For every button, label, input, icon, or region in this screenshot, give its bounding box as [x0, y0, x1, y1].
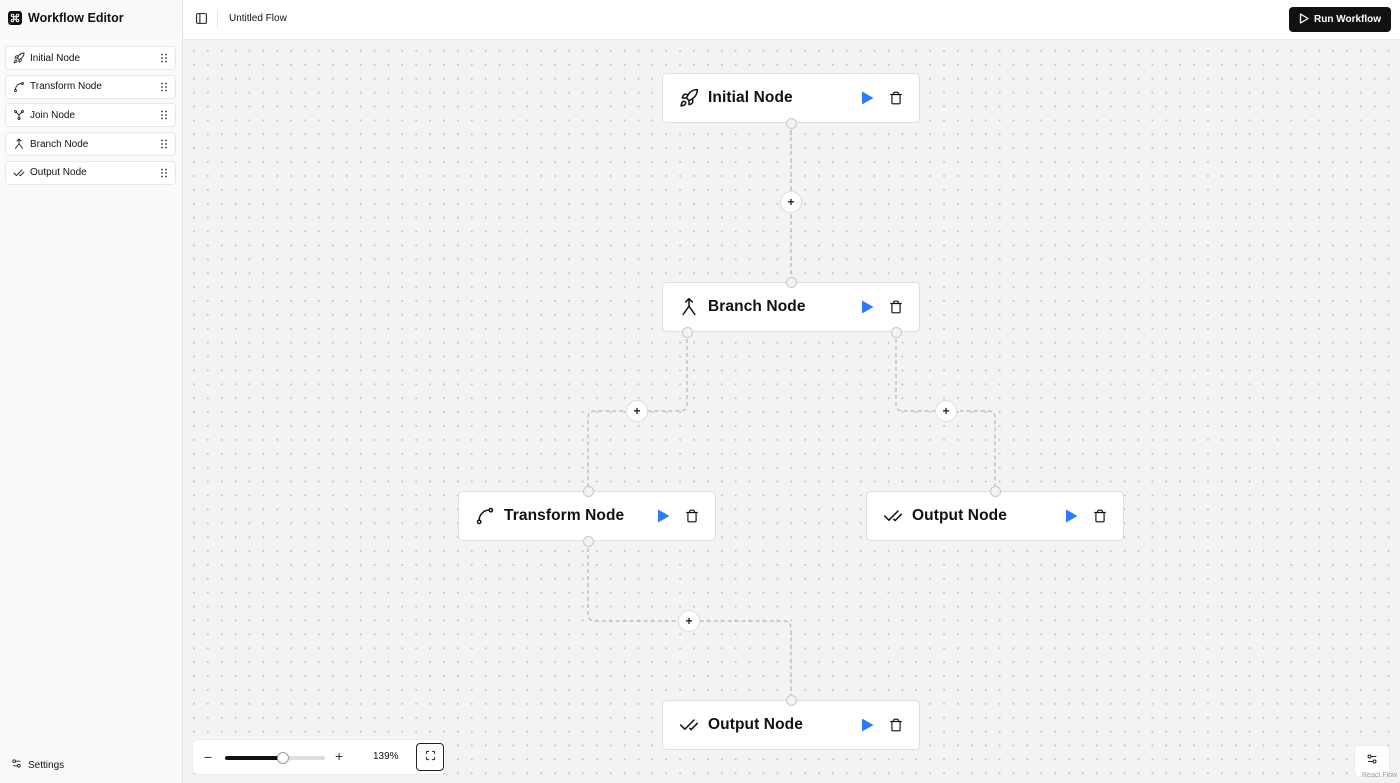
- split-icon: [13, 138, 25, 150]
- command-icon: [8, 11, 22, 25]
- palette-item-branch-node[interactable]: Branch Node: [5, 132, 176, 157]
- add-node-button[interactable]: +: [678, 610, 700, 632]
- flow-title[interactable]: Untitled Flow: [229, 13, 287, 24]
- palette-item-label: Transform Node: [30, 81, 102, 93]
- node-label: Initial Node: [708, 89, 793, 106]
- play-outline-icon: [1299, 12, 1309, 27]
- trash-icon[interactable]: [685, 508, 699, 524]
- maximize-icon: [425, 748, 436, 766]
- panel-settings-button[interactable]: [1355, 746, 1389, 776]
- node-handle-source[interactable]: [786, 118, 797, 129]
- node-initial[interactable]: Initial Node: [662, 73, 920, 123]
- check-check-icon: [883, 506, 903, 526]
- add-node-button[interactable]: +: [626, 400, 648, 422]
- drag-handle-icon[interactable]: [160, 168, 168, 178]
- trash-icon[interactable]: [889, 90, 903, 106]
- node-label: Branch Node: [708, 298, 806, 315]
- play-icon[interactable]: [861, 718, 874, 732]
- node-handle-source[interactable]: [891, 327, 902, 338]
- palette-item-join-node[interactable]: Join Node: [5, 103, 176, 128]
- rocket-icon: [13, 52, 25, 64]
- attribution[interactable]: React Flow: [1362, 772, 1398, 779]
- sidebar-toggle-icon[interactable]: [195, 12, 209, 26]
- zoom-level: 139%: [373, 751, 399, 762]
- zoom-slider[interactable]: [225, 751, 325, 764]
- trash-icon[interactable]: [889, 717, 903, 733]
- node-handle-target[interactable]: [786, 695, 797, 706]
- run-workflow-label: Run Workflow: [1313, 14, 1382, 25]
- node-transform[interactable]: Transform Node: [458, 491, 716, 541]
- sliders-icon: [1366, 752, 1378, 770]
- palette-item-initial-node[interactable]: Initial Node: [5, 46, 176, 70]
- trash-icon[interactable]: [1093, 508, 1107, 524]
- node-handle-source[interactable]: [583, 536, 594, 547]
- play-icon[interactable]: [1065, 509, 1078, 523]
- node-label: Output Node: [708, 716, 803, 733]
- check-check-icon: [13, 167, 25, 179]
- node-handle-target[interactable]: [990, 486, 1001, 497]
- drag-handle-icon[interactable]: [160, 110, 168, 120]
- add-node-button[interactable]: +: [935, 400, 957, 422]
- merge-icon: [13, 109, 25, 121]
- divider: [217, 11, 218, 28]
- palette-item-label: Output Node: [30, 167, 87, 179]
- zoom-slider-thumb[interactable]: [277, 751, 289, 764]
- palette-item-output-node[interactable]: Output Node: [5, 160, 176, 185]
- palette-item-transform-node[interactable]: Transform Node: [5, 74, 176, 99]
- play-icon[interactable]: [861, 91, 874, 105]
- node-handle-target[interactable]: [786, 277, 797, 288]
- settings-icon: [11, 758, 22, 772]
- zoom-out-button[interactable]: −: [204, 749, 213, 765]
- zoom-slider-fill: [225, 755, 283, 760]
- drag-handle-icon[interactable]: [160, 139, 168, 149]
- settings-label: Settings: [28, 759, 65, 771]
- check-check-icon: [679, 715, 699, 735]
- split-icon: [679, 297, 699, 317]
- rocket-icon: [679, 88, 699, 108]
- app-title: Workflow Editor: [28, 11, 124, 25]
- add-node-button[interactable]: +: [780, 191, 802, 213]
- node-palette: Initial Node Transform Node Join Node Br…: [5, 46, 176, 189]
- play-icon[interactable]: [861, 300, 874, 314]
- drag-handle-icon[interactable]: [160, 82, 168, 92]
- node-label: Transform Node: [504, 507, 625, 524]
- node-label: Output Node: [912, 507, 1007, 524]
- flow-canvas[interactable]: [183, 40, 1400, 783]
- trash-icon[interactable]: [889, 299, 903, 315]
- palette-item-label: Initial Node: [30, 52, 81, 64]
- node-handle-target[interactable]: [583, 486, 594, 497]
- topbar: Untitled Flow Run Workflow: [183, 0, 1400, 40]
- drag-handle-icon[interactable]: [160, 53, 168, 63]
- node-output-2[interactable]: Output Node: [662, 700, 920, 750]
- sidebar: Workflow Editor Initial Node Transform N…: [0, 0, 183, 783]
- node-branch[interactable]: Branch Node: [662, 282, 920, 332]
- spline-icon: [475, 506, 495, 526]
- spline-icon: [13, 81, 25, 93]
- settings-button[interactable]: Settings: [11, 758, 64, 772]
- play-icon[interactable]: [657, 509, 670, 523]
- palette-item-label: Branch Node: [30, 138, 89, 150]
- brand: Workflow Editor: [8, 11, 124, 25]
- zoom-controls: − + 139%: [193, 740, 445, 774]
- fit-view-button[interactable]: [416, 743, 444, 771]
- palette-item-label: Join Node: [30, 109, 76, 121]
- node-output-1[interactable]: Output Node: [866, 491, 1124, 541]
- zoom-in-button[interactable]: +: [335, 748, 344, 764]
- run-workflow-button[interactable]: Run Workflow: [1289, 7, 1391, 32]
- node-handle-source[interactable]: [682, 327, 693, 338]
